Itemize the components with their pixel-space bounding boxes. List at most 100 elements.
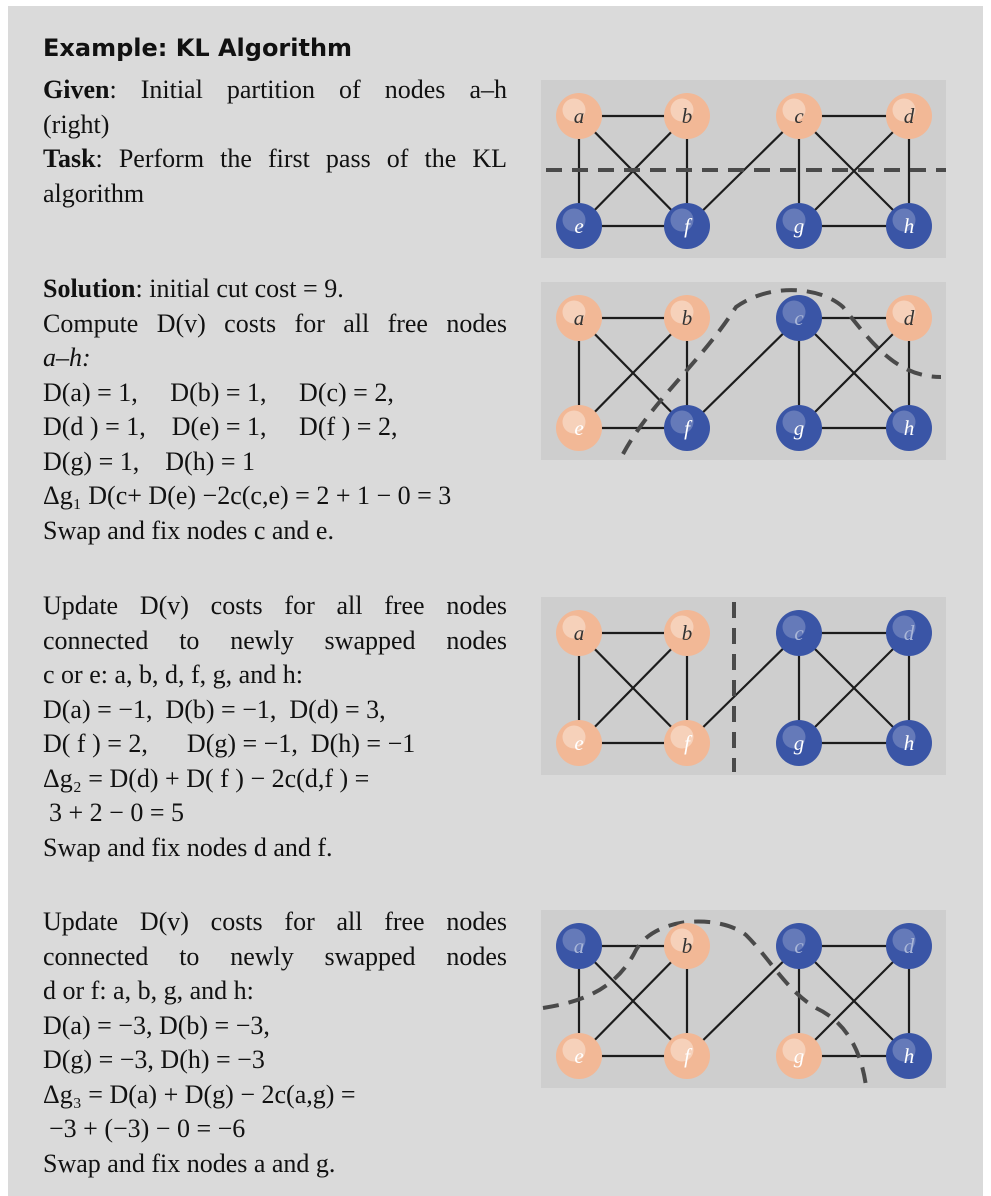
solution-line-4: D(a) = 1, D(b) = 1, D(c) = 2, bbox=[43, 377, 394, 407]
node-circle bbox=[886, 203, 932, 249]
node-label: c bbox=[794, 934, 804, 958]
node-f: f bbox=[664, 720, 710, 766]
node-circle bbox=[776, 1033, 822, 1079]
node-label: c bbox=[794, 306, 804, 330]
node-highlight bbox=[892, 98, 916, 122]
node-b: b bbox=[664, 610, 710, 656]
node-label: a bbox=[574, 306, 585, 330]
node-circle bbox=[556, 923, 602, 969]
graph-edges bbox=[577, 316, 911, 430]
node-label: a bbox=[574, 621, 585, 645]
node-b: b bbox=[664, 295, 710, 341]
task-text: : Perform the first pass of the KL bbox=[95, 144, 507, 173]
node-circle bbox=[664, 93, 710, 139]
solution-line-2: Compute D(v) costs for all free nodes bbox=[43, 308, 507, 338]
node-h: h bbox=[886, 720, 932, 766]
node-d: d bbox=[886, 295, 932, 341]
node-highlight bbox=[892, 410, 916, 434]
node-label: b bbox=[682, 306, 693, 330]
node-highlight bbox=[892, 208, 916, 232]
solution-line-6: D(g) = 1, D(h) = 1 bbox=[43, 446, 256, 476]
node-highlight bbox=[892, 615, 916, 639]
task-text-2: algorithm bbox=[43, 178, 145, 208]
node-f: f bbox=[664, 203, 710, 249]
node-highlight bbox=[670, 1038, 694, 1062]
node-highlight bbox=[670, 928, 694, 952]
node-highlight bbox=[782, 208, 806, 232]
node-label: e bbox=[574, 731, 583, 755]
given-text-2: (right) bbox=[43, 109, 110, 139]
solution-line-7: Δg₁ D(c+ D(e) −2c(c,e) = 2 + 1 − 0 = 3 bbox=[43, 481, 452, 510]
update1-line-2: connected to newly swapped nodes bbox=[43, 625, 507, 655]
node-label: e bbox=[574, 416, 583, 440]
edge-d-g bbox=[798, 317, 910, 429]
node-a: a bbox=[556, 923, 602, 969]
node-c: c bbox=[776, 923, 822, 969]
update2-line-1: Update D(v) costs for all free nodes bbox=[43, 907, 507, 936]
node-label: h bbox=[904, 731, 915, 755]
node-label: g bbox=[794, 416, 805, 440]
edge-d-g bbox=[798, 632, 910, 744]
solution-block: Solution: initial cut cost = 9. Compute … bbox=[43, 272, 507, 548]
node-highlight bbox=[892, 300, 916, 324]
update2-line-8: Swap and fix nodes a and g. bbox=[43, 1148, 336, 1178]
update1-line-1: Update D(v) costs for all free nodes bbox=[43, 591, 507, 620]
update1-line-4: D(a) = −1, D(b) = −1, D(d) = 3, bbox=[43, 694, 386, 724]
node-a: a bbox=[556, 610, 602, 656]
node-highlight bbox=[892, 725, 916, 749]
given-text: : Initial partition of nodes a–h bbox=[109, 75, 507, 104]
node-circle bbox=[556, 405, 602, 451]
node-circle bbox=[886, 93, 932, 139]
node-label: b bbox=[682, 104, 693, 128]
node-f: f bbox=[664, 1033, 710, 1079]
node-label: f bbox=[684, 731, 693, 755]
node-highlight bbox=[670, 208, 694, 232]
node-label: d bbox=[904, 306, 915, 330]
node-label: e bbox=[574, 1044, 583, 1068]
node-circle bbox=[776, 923, 822, 969]
node-highlight bbox=[562, 410, 586, 434]
edge-c-f bbox=[686, 317, 800, 429]
node-b: b bbox=[664, 923, 710, 969]
node-highlight bbox=[782, 410, 806, 434]
node-e: e bbox=[556, 1033, 602, 1079]
node-circle bbox=[664, 610, 710, 656]
cut-line bbox=[621, 288, 942, 455]
node-label: c bbox=[794, 621, 804, 645]
node-label: d bbox=[904, 621, 915, 645]
node-e: e bbox=[556, 720, 602, 766]
node-highlight bbox=[562, 928, 586, 952]
node-circle bbox=[776, 720, 822, 766]
node-highlight bbox=[892, 928, 916, 952]
node-highlight bbox=[670, 300, 694, 324]
edge-d-g bbox=[798, 945, 910, 1057]
node-highlight bbox=[670, 410, 694, 434]
cut-line bbox=[542, 919, 868, 1087]
node-circle bbox=[776, 295, 822, 341]
node-circle bbox=[556, 610, 602, 656]
node-highlight bbox=[562, 208, 586, 232]
node-highlight bbox=[782, 615, 806, 639]
node-circle bbox=[886, 720, 932, 766]
update2-line-6: Δg₃ = D(a) + D(g) − 2c(a,g) = bbox=[43, 1079, 356, 1109]
node-highlight bbox=[670, 98, 694, 122]
node-g: g bbox=[776, 1033, 822, 1079]
node-circle bbox=[886, 923, 932, 969]
node-highlight bbox=[782, 725, 806, 749]
node-highlight bbox=[782, 300, 806, 324]
node-label: e bbox=[574, 214, 583, 238]
update2-line-2: connected to newly swapped nodes bbox=[43, 941, 507, 971]
node-label: f bbox=[684, 214, 693, 238]
solution-line-5: D(d ) = 1, D(e) = 1, D(f ) = 2, bbox=[43, 412, 398, 441]
edge-c-f bbox=[686, 945, 800, 1057]
node-circle bbox=[556, 203, 602, 249]
solution-line-3: a–h: bbox=[43, 343, 91, 372]
graph-edges bbox=[577, 944, 911, 1058]
